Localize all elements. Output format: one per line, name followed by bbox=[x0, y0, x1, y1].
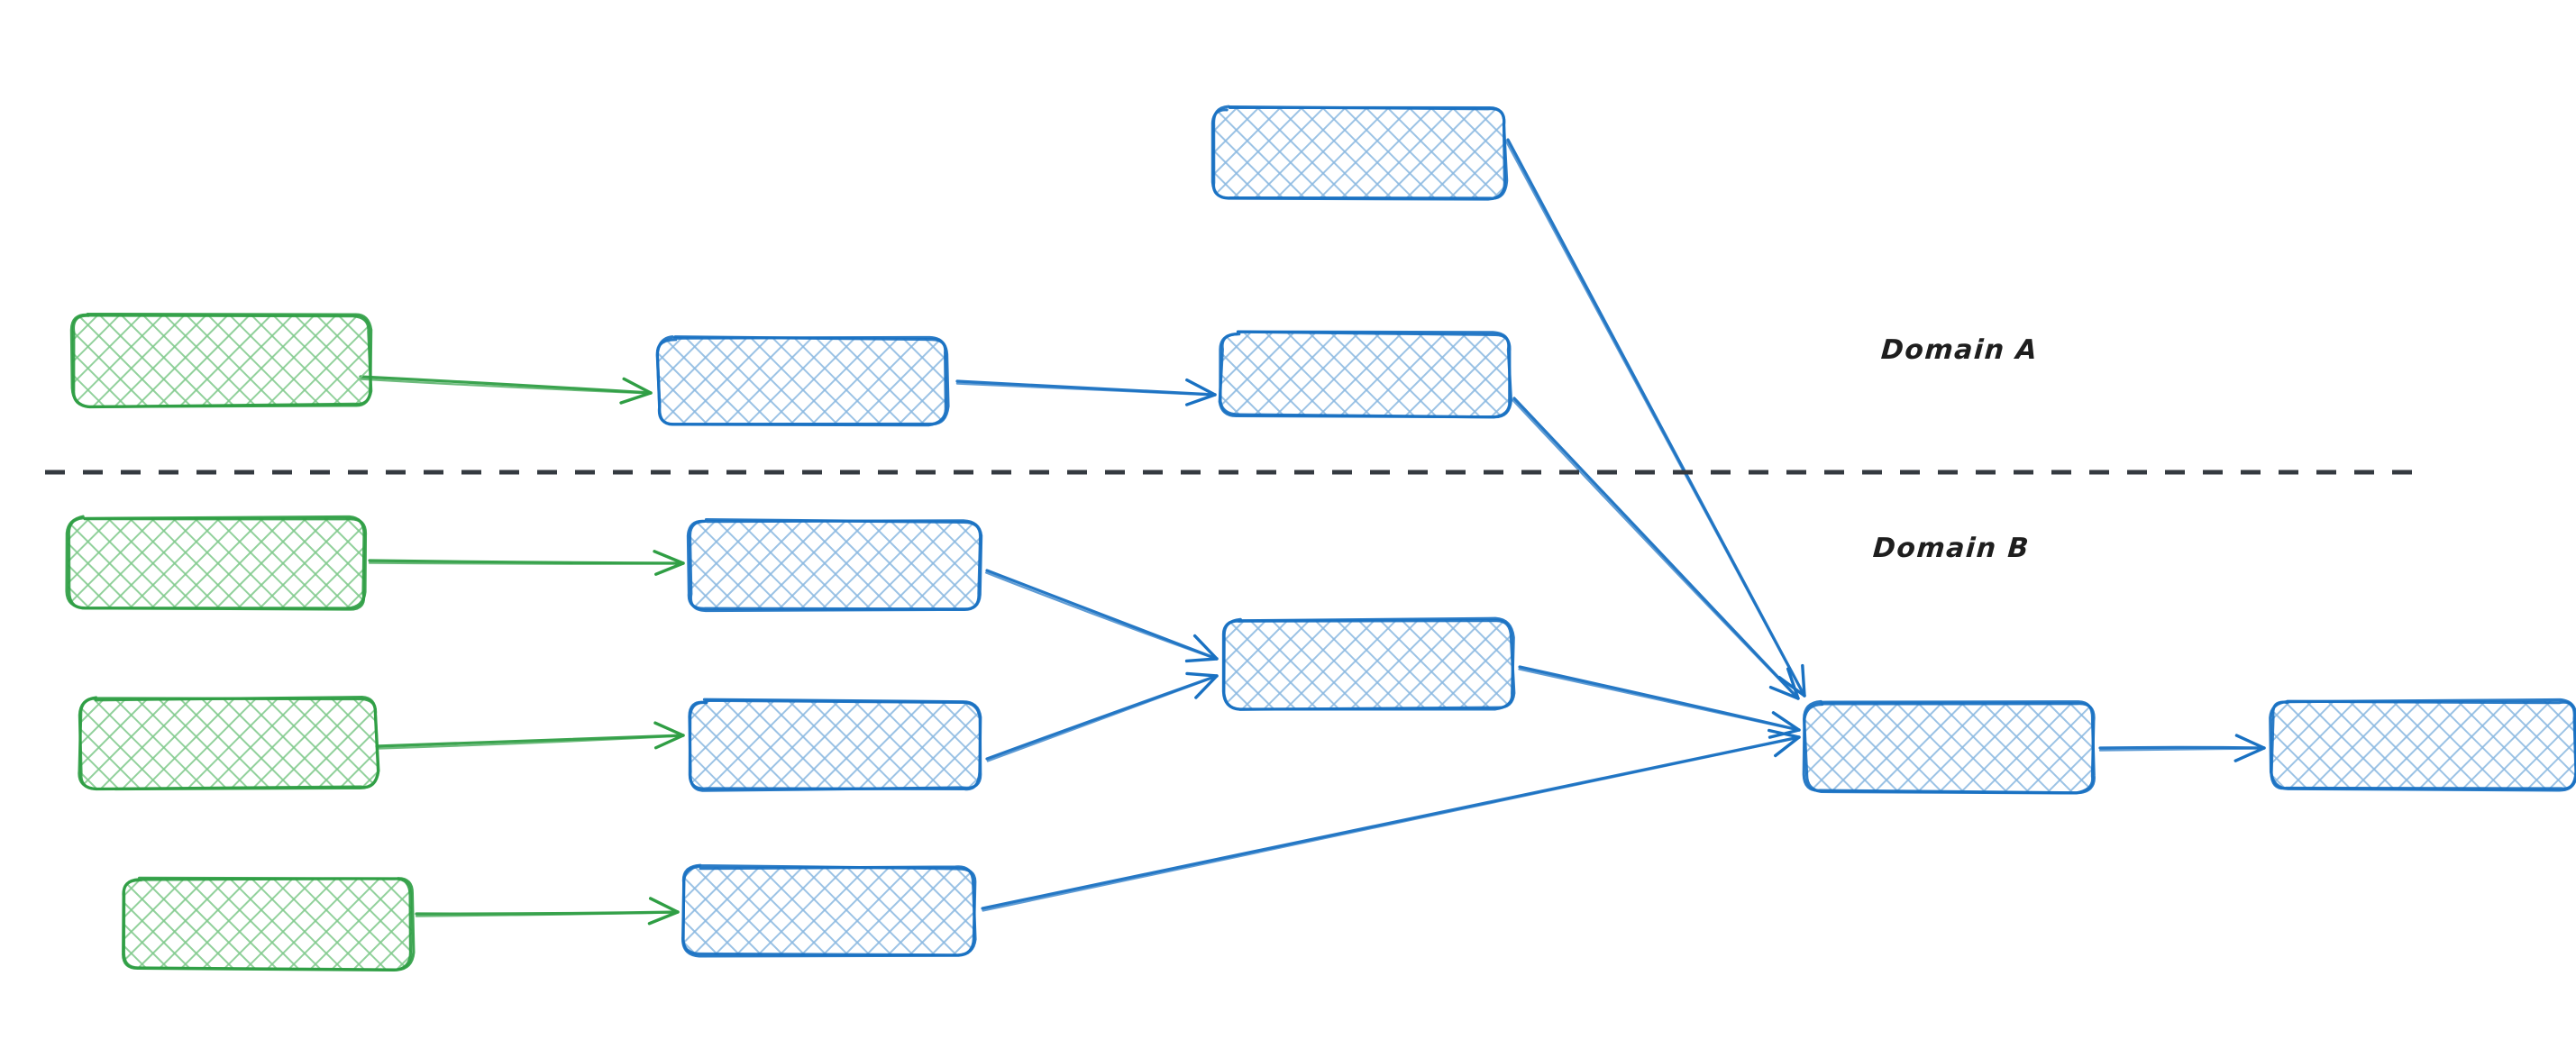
diagram-node[interactable] bbox=[78, 696, 380, 791]
diagram-node[interactable] bbox=[655, 335, 950, 427]
diagram-edge[interactable] bbox=[981, 728, 1801, 912]
diagram-node[interactable] bbox=[2269, 698, 2576, 792]
diagram-edge[interactable] bbox=[375, 721, 685, 750]
diagram-node[interactable] bbox=[1221, 616, 1516, 711]
diagram-edge[interactable] bbox=[1512, 397, 1800, 700]
diagram-edge[interactable] bbox=[359, 375, 653, 405]
diagram-node[interactable] bbox=[1210, 105, 1509, 201]
diagram-node[interactable] bbox=[65, 515, 368, 611]
diagram-edge[interactable] bbox=[2098, 734, 2266, 762]
diagram-node[interactable] bbox=[69, 312, 373, 409]
diagram-edge[interactable] bbox=[1518, 665, 1801, 739]
domain-b-label: Domain B bbox=[1871, 533, 2032, 564]
diagram-node[interactable] bbox=[1218, 330, 1513, 419]
diagram-edge[interactable] bbox=[1504, 138, 1806, 698]
diagram-node[interactable] bbox=[688, 698, 982, 792]
domain-a-label: Domain A bbox=[1879, 334, 2040, 366]
diagram-node[interactable] bbox=[1802, 699, 2096, 795]
diagram-edge[interactable] bbox=[955, 378, 1217, 406]
diagram-edge[interactable] bbox=[984, 569, 1219, 663]
diagram-node[interactable] bbox=[122, 876, 416, 971]
diagram-edge[interactable] bbox=[985, 671, 1219, 762]
nodes-layer bbox=[65, 105, 2576, 971]
diagram-edge[interactable] bbox=[415, 897, 680, 926]
edges-layer bbox=[359, 138, 2266, 926]
diagram-node[interactable] bbox=[681, 863, 977, 958]
diagram-edge[interactable] bbox=[368, 550, 685, 576]
diagram-node[interactable] bbox=[686, 518, 983, 613]
